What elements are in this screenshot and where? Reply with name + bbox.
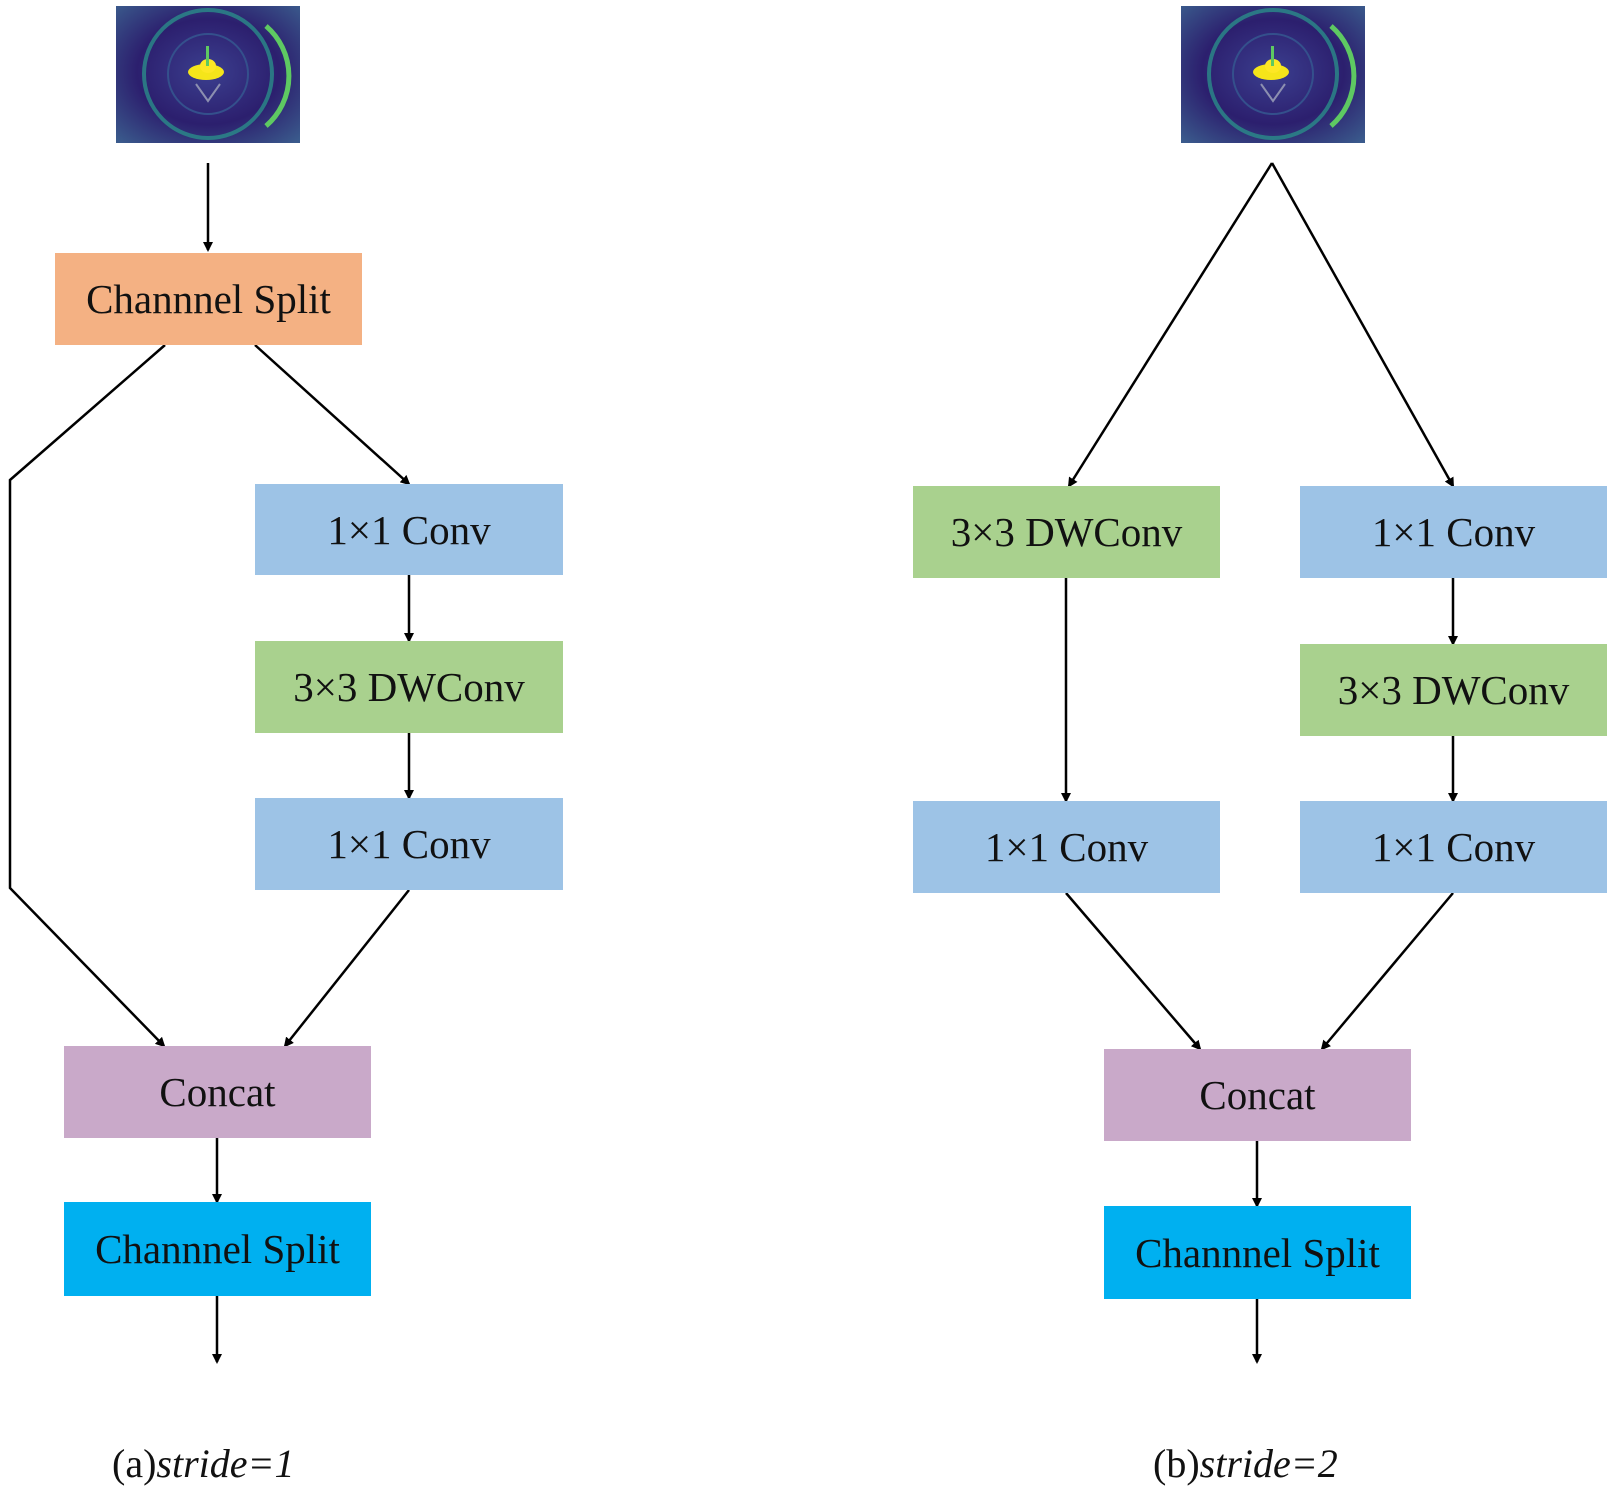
caption-b-prefix: (b): [1153, 1441, 1200, 1486]
arrow-a-conv-to-concat: [283, 889, 410, 1048]
caption-b-stride: stride=2: [1199, 1441, 1338, 1486]
input-feature-map-b: [1181, 6, 1365, 143]
arrow-b-input-to-right: [1270, 162, 1455, 488]
concat-a: Concat: [64, 1046, 371, 1138]
conv-1x1-b-right-first: 1×1 Conv: [1300, 486, 1607, 578]
dwconv-3x3-b-left: 3×3 DWConv: [913, 486, 1220, 578]
channel-split-bottom-a: Channnel Split: [64, 1202, 371, 1296]
arrow-a-skip-branch: [8, 344, 166, 1048]
conv-1x1-b-right-second: 1×1 Conv: [1300, 801, 1607, 893]
channel-split-top-a: Channnel Split: [55, 253, 362, 345]
arrow-a-split-to-conv: [254, 344, 411, 486]
caption-a: (a)stride=1: [112, 1440, 295, 1487]
concat-b: Concat: [1104, 1049, 1411, 1141]
dwconv-3x3-a: 3×3 DWConv: [255, 641, 563, 733]
caption-b: (b)stride=2: [1153, 1440, 1338, 1487]
caption-a-stride: stride=1: [156, 1441, 295, 1486]
arrow-b-left-conv-to-concat: [1065, 892, 1202, 1051]
arrow-b-input-to-left: [1067, 162, 1274, 488]
conv-1x1-a-second: 1×1 Conv: [255, 798, 563, 890]
conv-1x1-a-first: 1×1 Conv: [255, 484, 563, 575]
conv-1x1-b-left: 1×1 Conv: [913, 801, 1220, 893]
channel-split-bottom-b: Channnel Split: [1104, 1206, 1411, 1299]
caption-a-prefix: (a): [112, 1441, 157, 1486]
dwconv-3x3-b-right: 3×3 DWConv: [1300, 644, 1607, 736]
input-feature-map-a: [116, 6, 300, 143]
arrow-b-right-conv-to-concat: [1320, 892, 1454, 1051]
